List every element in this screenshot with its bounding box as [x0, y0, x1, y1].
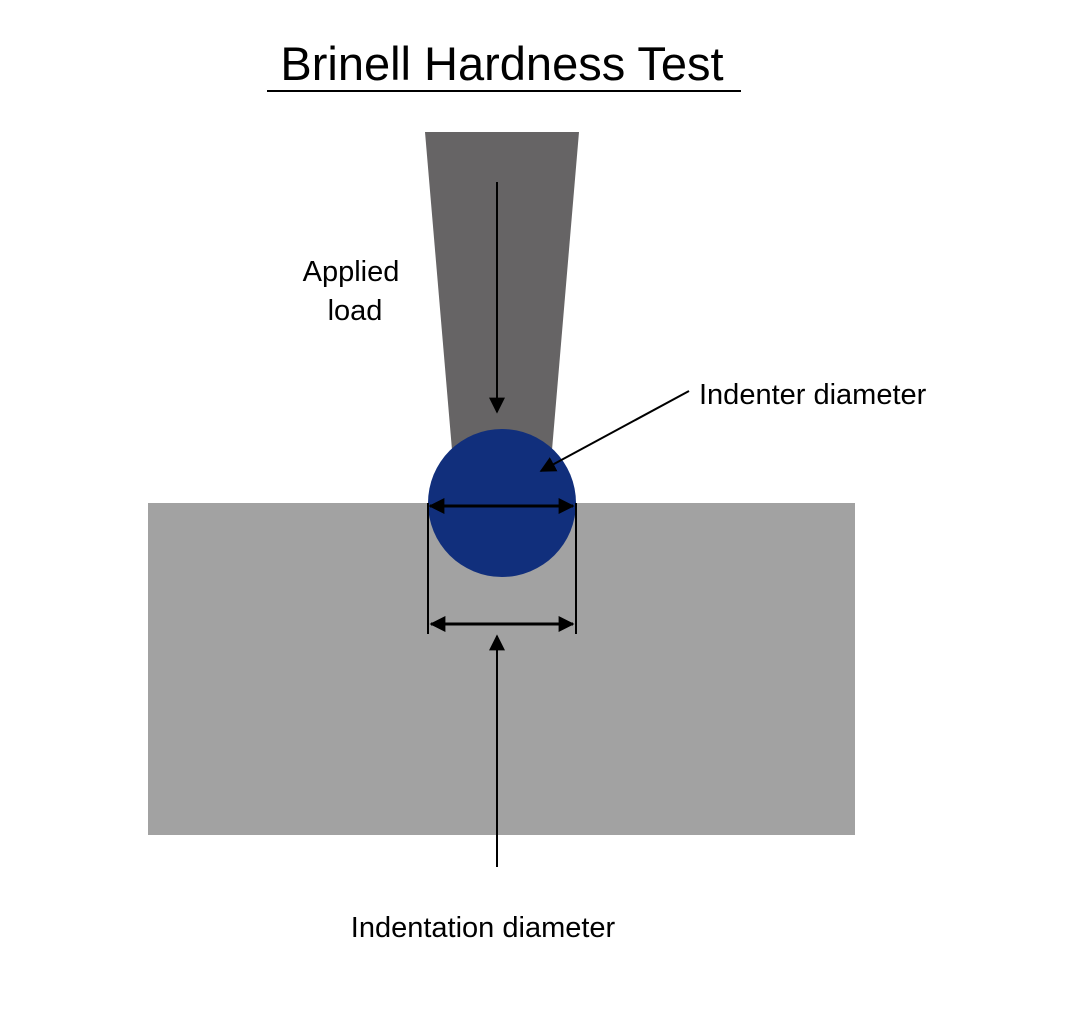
applied-load-label-line2: load — [328, 295, 383, 327]
indentation-diameter-label: Indentation diameter — [351, 912, 616, 944]
indenter-ball — [428, 429, 576, 577]
indenter-diameter-leader — [539, 390, 690, 472]
indenter-diameter-label: Indenter diameter — [699, 379, 927, 411]
indenter-shaft — [425, 132, 579, 450]
diagram-title: Brinell Hardness Test — [280, 37, 723, 90]
applied-load-label-line1: Applied — [303, 256, 400, 288]
